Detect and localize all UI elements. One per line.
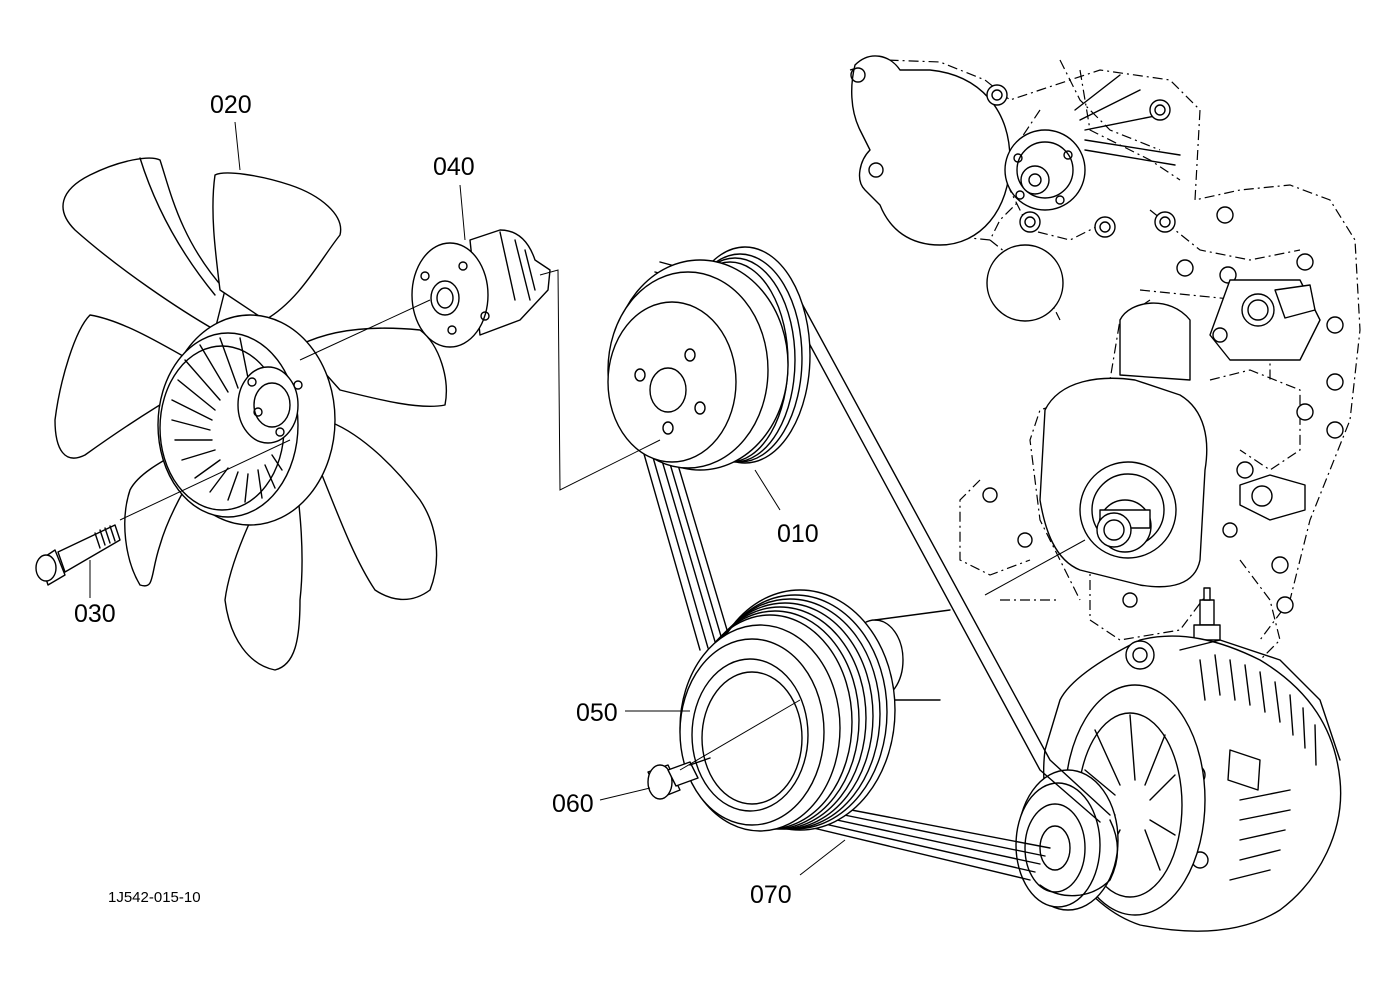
label-belt: 070 <box>750 881 792 909</box>
fan-bolt <box>35 524 121 586</box>
label-pulley: 010 <box>777 520 819 548</box>
thermostat-housing <box>986 244 1321 361</box>
fan-spacer <box>411 229 551 348</box>
water-pump-pulley <box>607 246 811 471</box>
label-fan: 020 <box>210 91 252 119</box>
label-crank-bolt: 060 <box>552 790 594 818</box>
label-spacer: 040 <box>433 153 475 181</box>
gear-case-cover <box>1039 302 1306 588</box>
alternator-pulley <box>1015 769 1119 911</box>
leader-lines <box>89 121 1086 876</box>
water-pump-housing <box>850 55 1181 246</box>
engine-bolts <box>982 84 1344 614</box>
label-bolt: 030 <box>74 600 116 628</box>
crankshaft-pulley <box>679 589 951 832</box>
cooling-fan <box>54 157 447 671</box>
reference-code: 1J542-015-10 <box>108 889 201 906</box>
v-belt <box>639 261 1119 897</box>
label-crank-pulley: 050 <box>576 699 618 727</box>
sensor-fitting <box>1193 587 1221 641</box>
crankshaft-bolt <box>647 757 711 800</box>
